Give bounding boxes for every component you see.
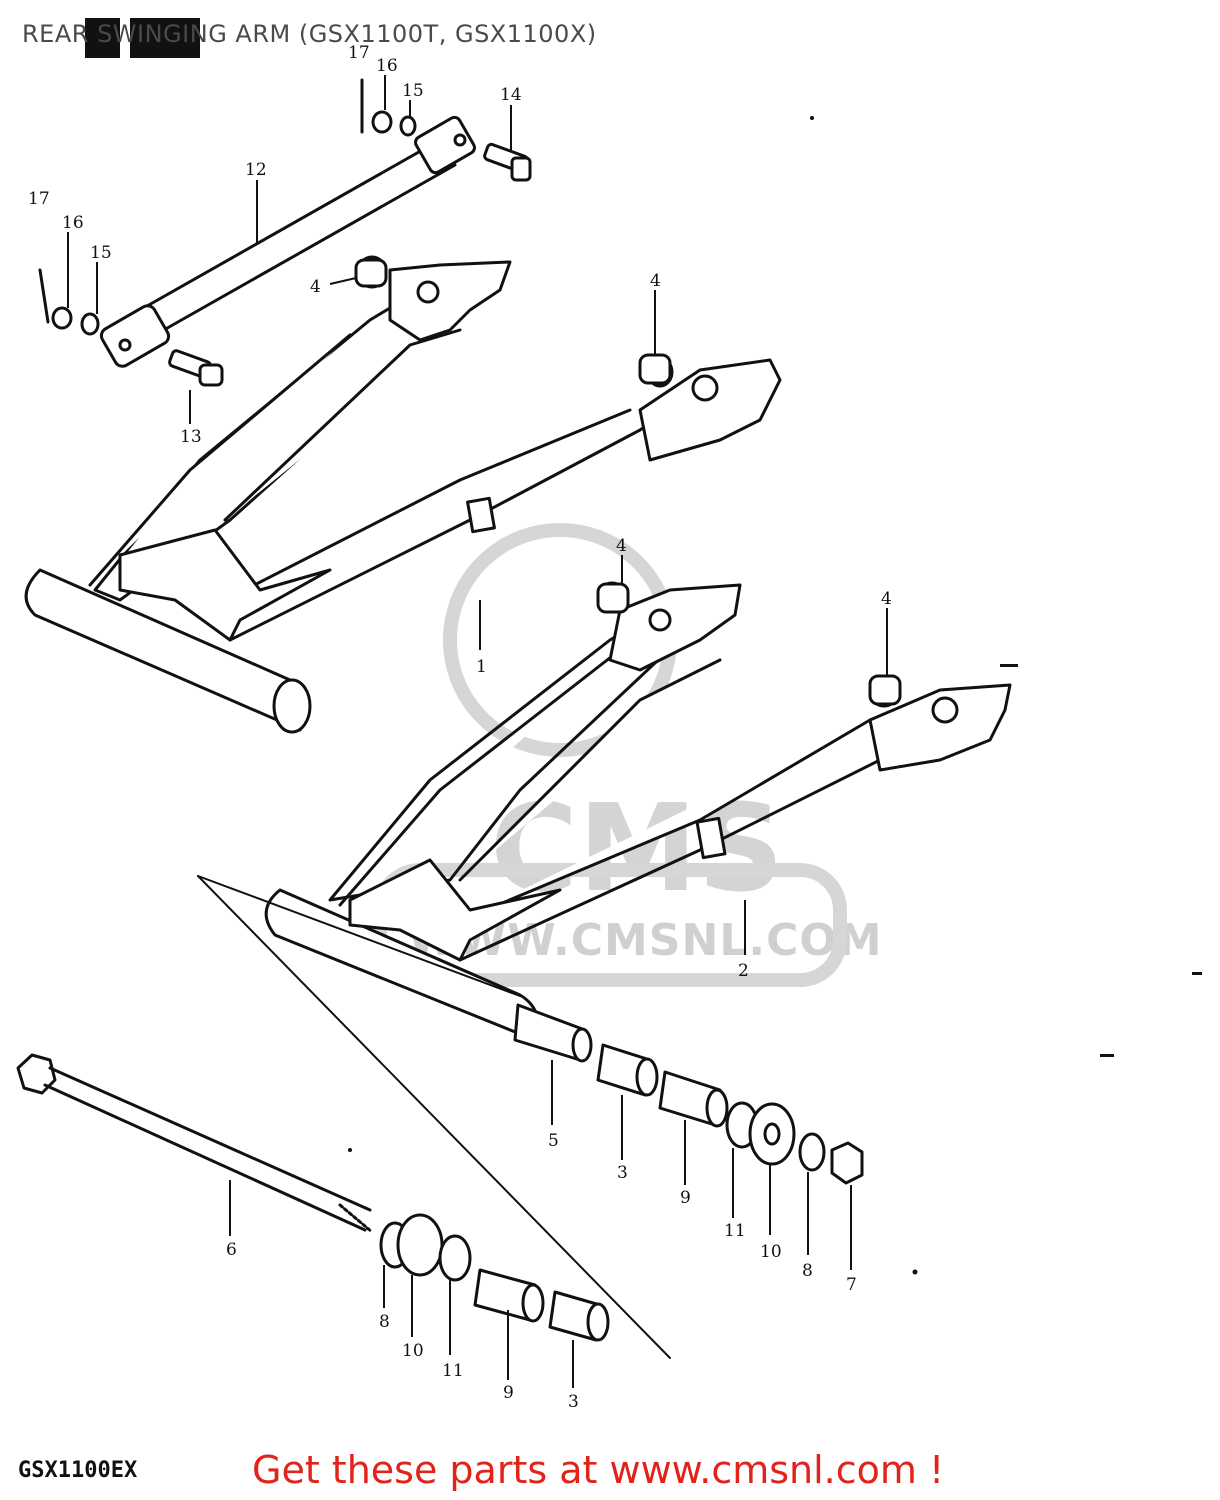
page-title: REAR SWINGING ARM (GSX1100T, GSX1100X) <box>22 20 597 48</box>
model-code: GSX1100EX <box>18 1458 138 1483</box>
callout-6: 6 <box>226 1240 237 1260</box>
callout-17-upper: 17 <box>348 43 370 63</box>
callout-13: 13 <box>180 427 202 447</box>
callout-9-right: 9 <box>680 1188 691 1208</box>
callout-1: 1 <box>476 657 487 677</box>
callout-7: 7 <box>846 1275 857 1295</box>
callout-4-upper-left: 4 <box>310 277 321 297</box>
nut-part-7 <box>830 1141 864 1185</box>
bolt-part-14 <box>483 142 532 182</box>
bearing-part-3-right <box>596 1043 659 1097</box>
callout-numbers: 1 2 5 3 9 11 10 8 7 6 8 10 11 9 3 12 13 … <box>28 43 892 1412</box>
callout-8-left: 8 <box>379 1312 390 1332</box>
torque-rod-part-12 <box>99 115 476 368</box>
washer-parts-8-10-11-left <box>379 1213 472 1282</box>
axle-bolt-part-6 <box>16 1053 374 1234</box>
callout-4-upper-right: 4 <box>650 271 661 291</box>
cta-link[interactable]: Get these parts at www.cmsnl.com ! <box>252 1448 945 1492</box>
callout-11-right: 11 <box>724 1221 746 1241</box>
callout-10-left: 10 <box>402 1341 424 1361</box>
callout-14: 14 <box>500 85 522 105</box>
collar-part-9-right <box>658 1070 729 1128</box>
callout-16-left: 16 <box>62 213 84 233</box>
leader-lines <box>67 75 888 1388</box>
callout-5: 5 <box>548 1131 559 1151</box>
callout-15-left: 15 <box>90 243 112 263</box>
callout-11-left: 11 <box>442 1361 464 1381</box>
callout-10-right: 10 <box>760 1242 782 1262</box>
callout-4-lower-left: 4 <box>616 536 627 556</box>
callout-3-right: 3 <box>617 1163 628 1183</box>
callout-4-lower-right: 4 <box>881 589 892 609</box>
bearing-part-3-left <box>548 1290 610 1342</box>
callout-3-left: 3 <box>568 1392 579 1412</box>
bushings-part-4 <box>354 258 902 706</box>
spacer-part-5 <box>513 1003 593 1063</box>
callout-12: 12 <box>245 160 267 180</box>
page-corner-mark <box>85 18 200 58</box>
callout-8-right: 8 <box>802 1261 813 1281</box>
callout-9-left: 9 <box>503 1383 514 1403</box>
swing-arm-part-1 <box>24 255 782 734</box>
bolt-part-13 <box>168 349 224 387</box>
stray-marks <box>348 116 1202 1275</box>
collar-part-9-left <box>473 1268 545 1323</box>
callout-17-left: 17 <box>28 189 50 209</box>
callout-16-upper: 16 <box>376 56 398 76</box>
washer-part-8-right <box>798 1132 826 1172</box>
hardware-left <box>38 268 100 336</box>
callout-15-upper: 15 <box>402 81 424 101</box>
washer-parts-11-10-right <box>725 1101 796 1166</box>
callout-2: 2 <box>738 961 749 981</box>
swing-arm-part-2 <box>264 581 1012 1042</box>
hardware-upper <box>360 78 417 137</box>
